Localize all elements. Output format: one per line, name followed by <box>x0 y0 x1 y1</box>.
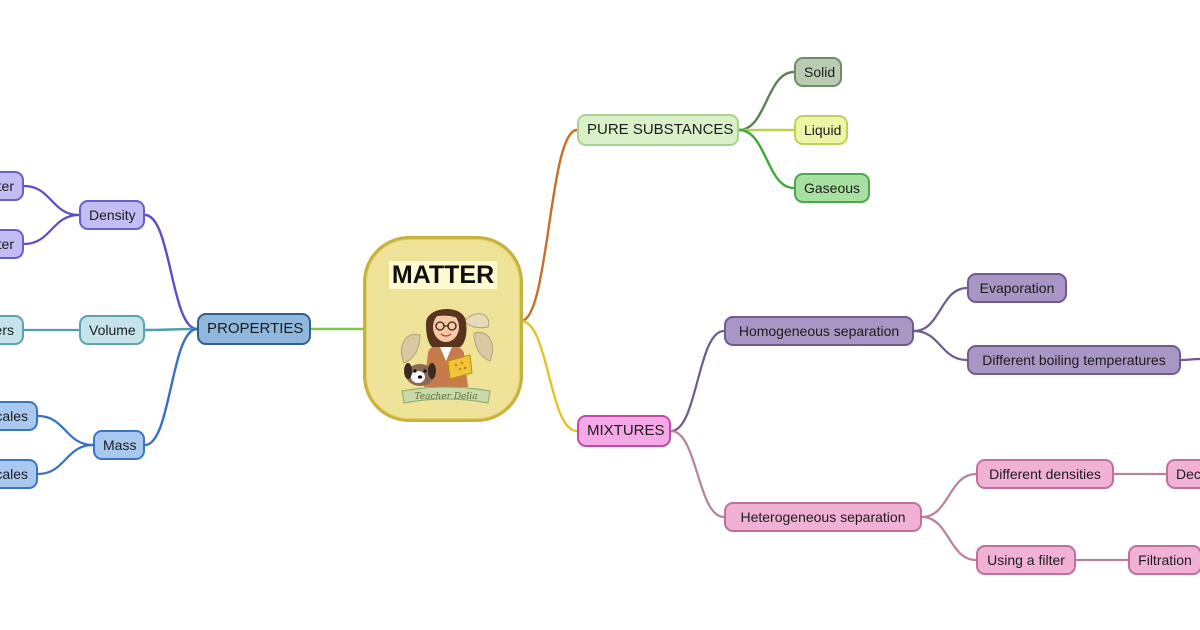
connector-homogeneous-boiling <box>913 329 968 362</box>
node-density-child-partial[interactable]: ter <box>0 171 24 201</box>
book-icon <box>447 354 473 380</box>
connector-heterogeneous-densities <box>921 472 977 519</box>
connector-properties-volume <box>144 327 198 332</box>
node-decantation-partial[interactable]: Dec <box>1166 459 1200 489</box>
connector-homogeneous-evaporation <box>913 286 968 333</box>
node-volume-child-partial[interactable]: ers <box>0 315 24 345</box>
central-title: MATTER <box>388 261 498 289</box>
node-filtration[interactable]: Filtration <box>1128 545 1200 575</box>
svg-text:Teacher Delia: Teacher Delia <box>415 392 478 402</box>
connector-density-child <box>23 213 80 246</box>
connector-matter-pure <box>520 128 578 323</box>
central-node-matter[interactable]: MATTER <box>363 236 523 422</box>
connector-properties-density <box>144 213 198 331</box>
connector-pure-gaseous <box>738 128 795 190</box>
node-solid[interactable]: Solid <box>794 57 842 87</box>
node-homogeneous-separation[interactable]: Homogeneous separation <box>724 316 914 346</box>
connector-density-child <box>23 184 80 217</box>
connector-mixtures-heterogeneous <box>670 429 725 519</box>
connector-heterogeneous-filter <box>921 515 977 562</box>
connector-mass-child <box>37 414 94 447</box>
node-using-a-filter[interactable]: Using a filter <box>976 545 1076 575</box>
node-mass[interactable]: Mass <box>93 430 145 460</box>
connector-pure-solid <box>738 70 795 132</box>
node-density-child-partial[interactable]: ter <box>0 229 24 259</box>
leaf-top-icon <box>463 313 490 329</box>
teacher-face-icon <box>433 312 459 342</box>
node-heterogeneous-separation[interactable]: Heterogeneous separation <box>724 502 922 532</box>
leaf-left-icon <box>400 333 421 364</box>
connector-mass-child <box>37 443 94 476</box>
node-pure-substances[interactable]: PURE SUBSTANCES <box>577 114 739 146</box>
node-mass-child-partial[interactable]: cales <box>0 459 38 489</box>
leaf-right-icon <box>473 331 494 362</box>
teacher-delia-logo: Teacher Delia <box>400 308 494 404</box>
node-density[interactable]: Density <box>79 200 145 230</box>
node-evaporation[interactable]: Evaporation <box>967 273 1067 303</box>
connector-matter-mixtures <box>520 319 578 433</box>
node-gaseous[interactable]: Gaseous <box>794 173 870 203</box>
node-mixtures[interactable]: MIXTURES <box>577 415 671 447</box>
node-properties[interactable]: PROPERTIES <box>197 313 311 345</box>
node-volume[interactable]: Volume <box>79 315 145 345</box>
node-mass-child-partial[interactable]: cales <box>0 401 38 431</box>
node-liquid[interactable]: Liquid <box>794 115 848 145</box>
logo-banner-icon <box>401 386 491 404</box>
central-title-wrap: MATTER <box>366 261 520 290</box>
node-different-densities[interactable]: Different densities <box>976 459 1114 489</box>
connector-mixtures-homogeneous <box>670 329 725 433</box>
node-different-boiling-temperatures[interactable]: Different boiling temperatures <box>967 345 1181 375</box>
connector-boiling-offscreen <box>1180 357 1200 362</box>
connector-properties-mass <box>144 327 198 447</box>
